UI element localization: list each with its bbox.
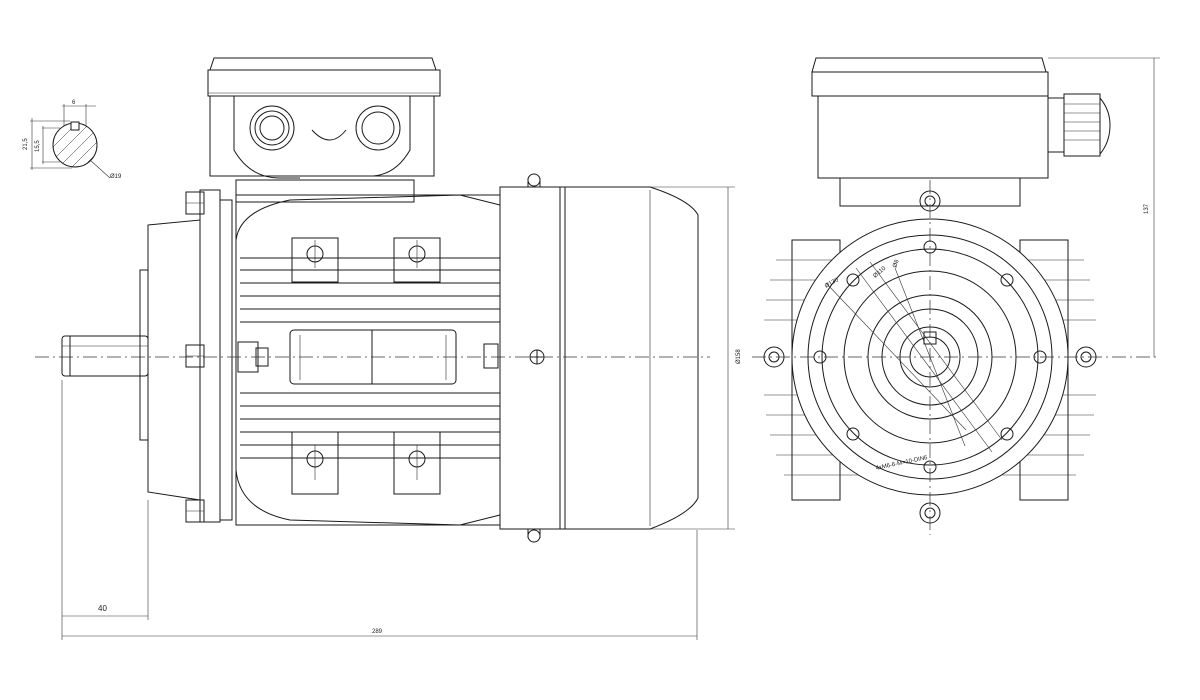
overall-length-label: 289 — [372, 629, 383, 635]
shaft-section-detail: 6 21,5 15,5 Ø19 — [23, 100, 122, 180]
fan-cover — [499, 173, 699, 543]
stator-body — [235, 194, 501, 526]
shaft-key-width-label: 6 — [72, 100, 76, 106]
overall-length-dimension: 289 — [62, 530, 698, 640]
flange-diameter-label: Ø158 — [736, 349, 742, 364]
motor-front-view: Ø130 Ø110 Ø8 4xM6-6-M=10-DIN6 137 — [752, 57, 1160, 535]
motor-side-view: 40 289 Ø158 — [35, 57, 742, 640]
shaft-diameter-label: Ø19 — [110, 174, 122, 180]
terminal-box-side — [207, 57, 441, 203]
shaft-length-dimension: 40 — [61, 380, 149, 640]
terminal-box-front — [811, 57, 1111, 207]
terminal-height-dimension: 137 — [1048, 57, 1160, 357]
terminal-height-label: 137 — [1144, 203, 1150, 214]
front-endshield — [139, 189, 233, 523]
shaft-height-outer-label: 21,5 — [23, 138, 29, 150]
bore-label: Ø8 — [892, 258, 901, 268]
shaft-height-inner-label: 15,5 — [35, 140, 41, 152]
shaft-side — [61, 335, 149, 377]
shaft-length-label: 40 — [98, 604, 107, 613]
height-dimension-side: Ø158 — [650, 186, 742, 530]
